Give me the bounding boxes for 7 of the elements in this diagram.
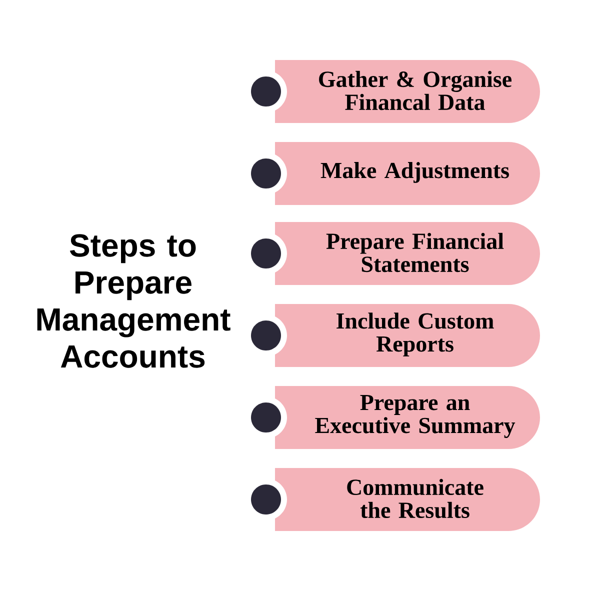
- step-box: Include Custom Reports: [275, 304, 540, 367]
- title: Steps to Prepare Management Accounts: [37, 234, 230, 368]
- step-box: Communicate the Results: [275, 468, 540, 531]
- step-box: Prepare an Executive Summary: [275, 386, 540, 449]
- step-box: Make Adjustments: [275, 142, 540, 205]
- step-box: Prepare Financial Statements: [275, 222, 540, 285]
- step-box: Gather & Organise Financal Data: [275, 60, 540, 123]
